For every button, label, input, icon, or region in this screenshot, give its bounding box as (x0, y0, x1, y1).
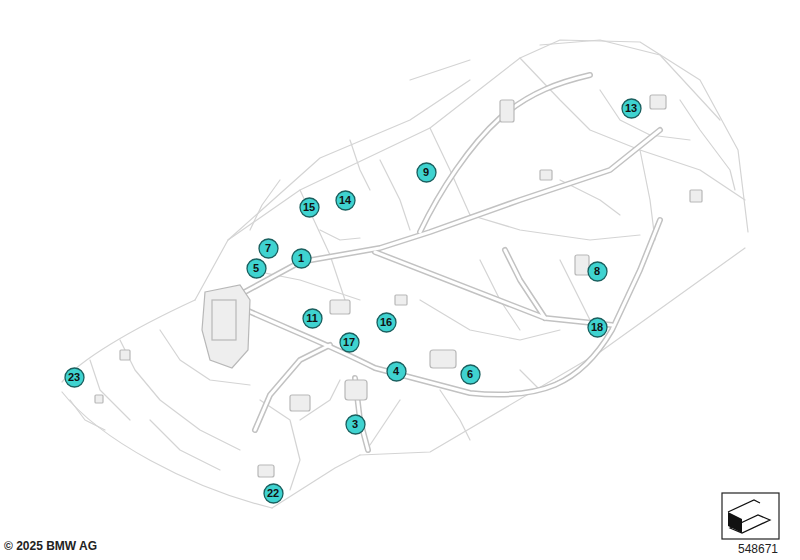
callout-circle: 9 (416, 162, 437, 183)
callout-number: 22 (267, 487, 279, 499)
callout-circle: 14 (335, 190, 356, 211)
copyright-note: © 2025 BMW AG (4, 539, 97, 553)
callout-number: 15 (303, 201, 315, 213)
callout-circle: 3 (345, 414, 366, 435)
callout-circle: 13 (621, 98, 642, 119)
callout-circle: 16 (376, 312, 397, 333)
callout-number: 8 (594, 265, 600, 277)
callout-circle: 18 (587, 317, 608, 338)
callout-circle: 1 (291, 248, 312, 269)
callout-number: 9 (423, 166, 429, 178)
callout-number: 5 (253, 262, 259, 274)
callout-number: 6 (467, 368, 473, 380)
callout-circle: 6 (460, 364, 481, 385)
callout-circle: 11 (302, 308, 323, 329)
callout-circle: 8 (587, 261, 608, 282)
callout-circle: 5 (246, 258, 267, 279)
callout-number: 1 (298, 252, 304, 264)
image-number: 548671 (738, 542, 778, 556)
callout-number: 7 (265, 242, 271, 254)
callout-number: 4 (393, 365, 399, 377)
callout-number: 16 (380, 316, 392, 328)
callout-number: 17 (343, 336, 355, 348)
callout-number: 23 (68, 371, 80, 383)
callout-circle: 17 (339, 332, 360, 353)
callout-number: 14 (339, 194, 351, 206)
callout-circle: 15 (299, 197, 320, 218)
orientation-icon (722, 493, 779, 539)
callout-circle: 23 (64, 367, 85, 388)
callout-circle: 7 (258, 238, 279, 259)
callout-number: 18 (591, 321, 603, 333)
callout-number: 3 (352, 418, 358, 430)
callout-circle: 4 (386, 361, 407, 382)
callout-number: 11 (306, 312, 318, 324)
callout-number: 13 (625, 102, 637, 114)
callout-circle: 22 (263, 483, 284, 504)
